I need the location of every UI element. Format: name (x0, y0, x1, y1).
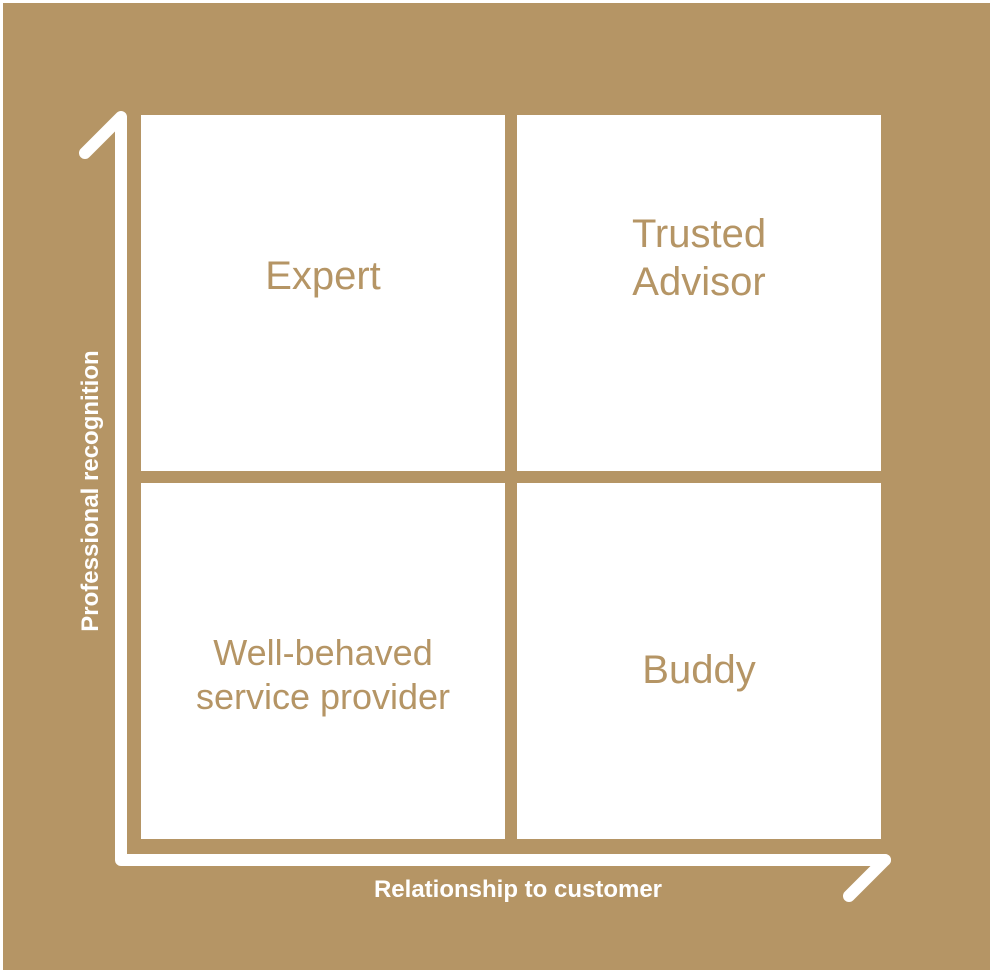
x-axis-arrowhead (843, 854, 891, 902)
y-axis-arrow (79, 111, 891, 866)
axes-arrows (79, 111, 891, 902)
quadrant-label-expert: Expert (265, 254, 381, 298)
quadrant-label-buddy: Buddy (642, 648, 756, 692)
matrix-background: Expert Trusted Advisor Well-behaved serv… (3, 3, 990, 970)
quadrant-well-behaved-service-provider: Well-behaved service provider (141, 483, 505, 839)
quadrant-label-well-behaved-service-provider: Well-behaved service provider (195, 632, 451, 717)
quadrant-label-trusted-advisor: Trusted Advisor (631, 212, 767, 304)
quadrant-buddy: Buddy (517, 483, 881, 839)
quadrant-expert: Expert (141, 115, 505, 471)
quadrant-trusted-advisor: Trusted Advisor (517, 115, 881, 471)
y-axis-label: Professional recognition (77, 350, 104, 632)
x-axis-label: Relationship to customer (373, 876, 663, 903)
